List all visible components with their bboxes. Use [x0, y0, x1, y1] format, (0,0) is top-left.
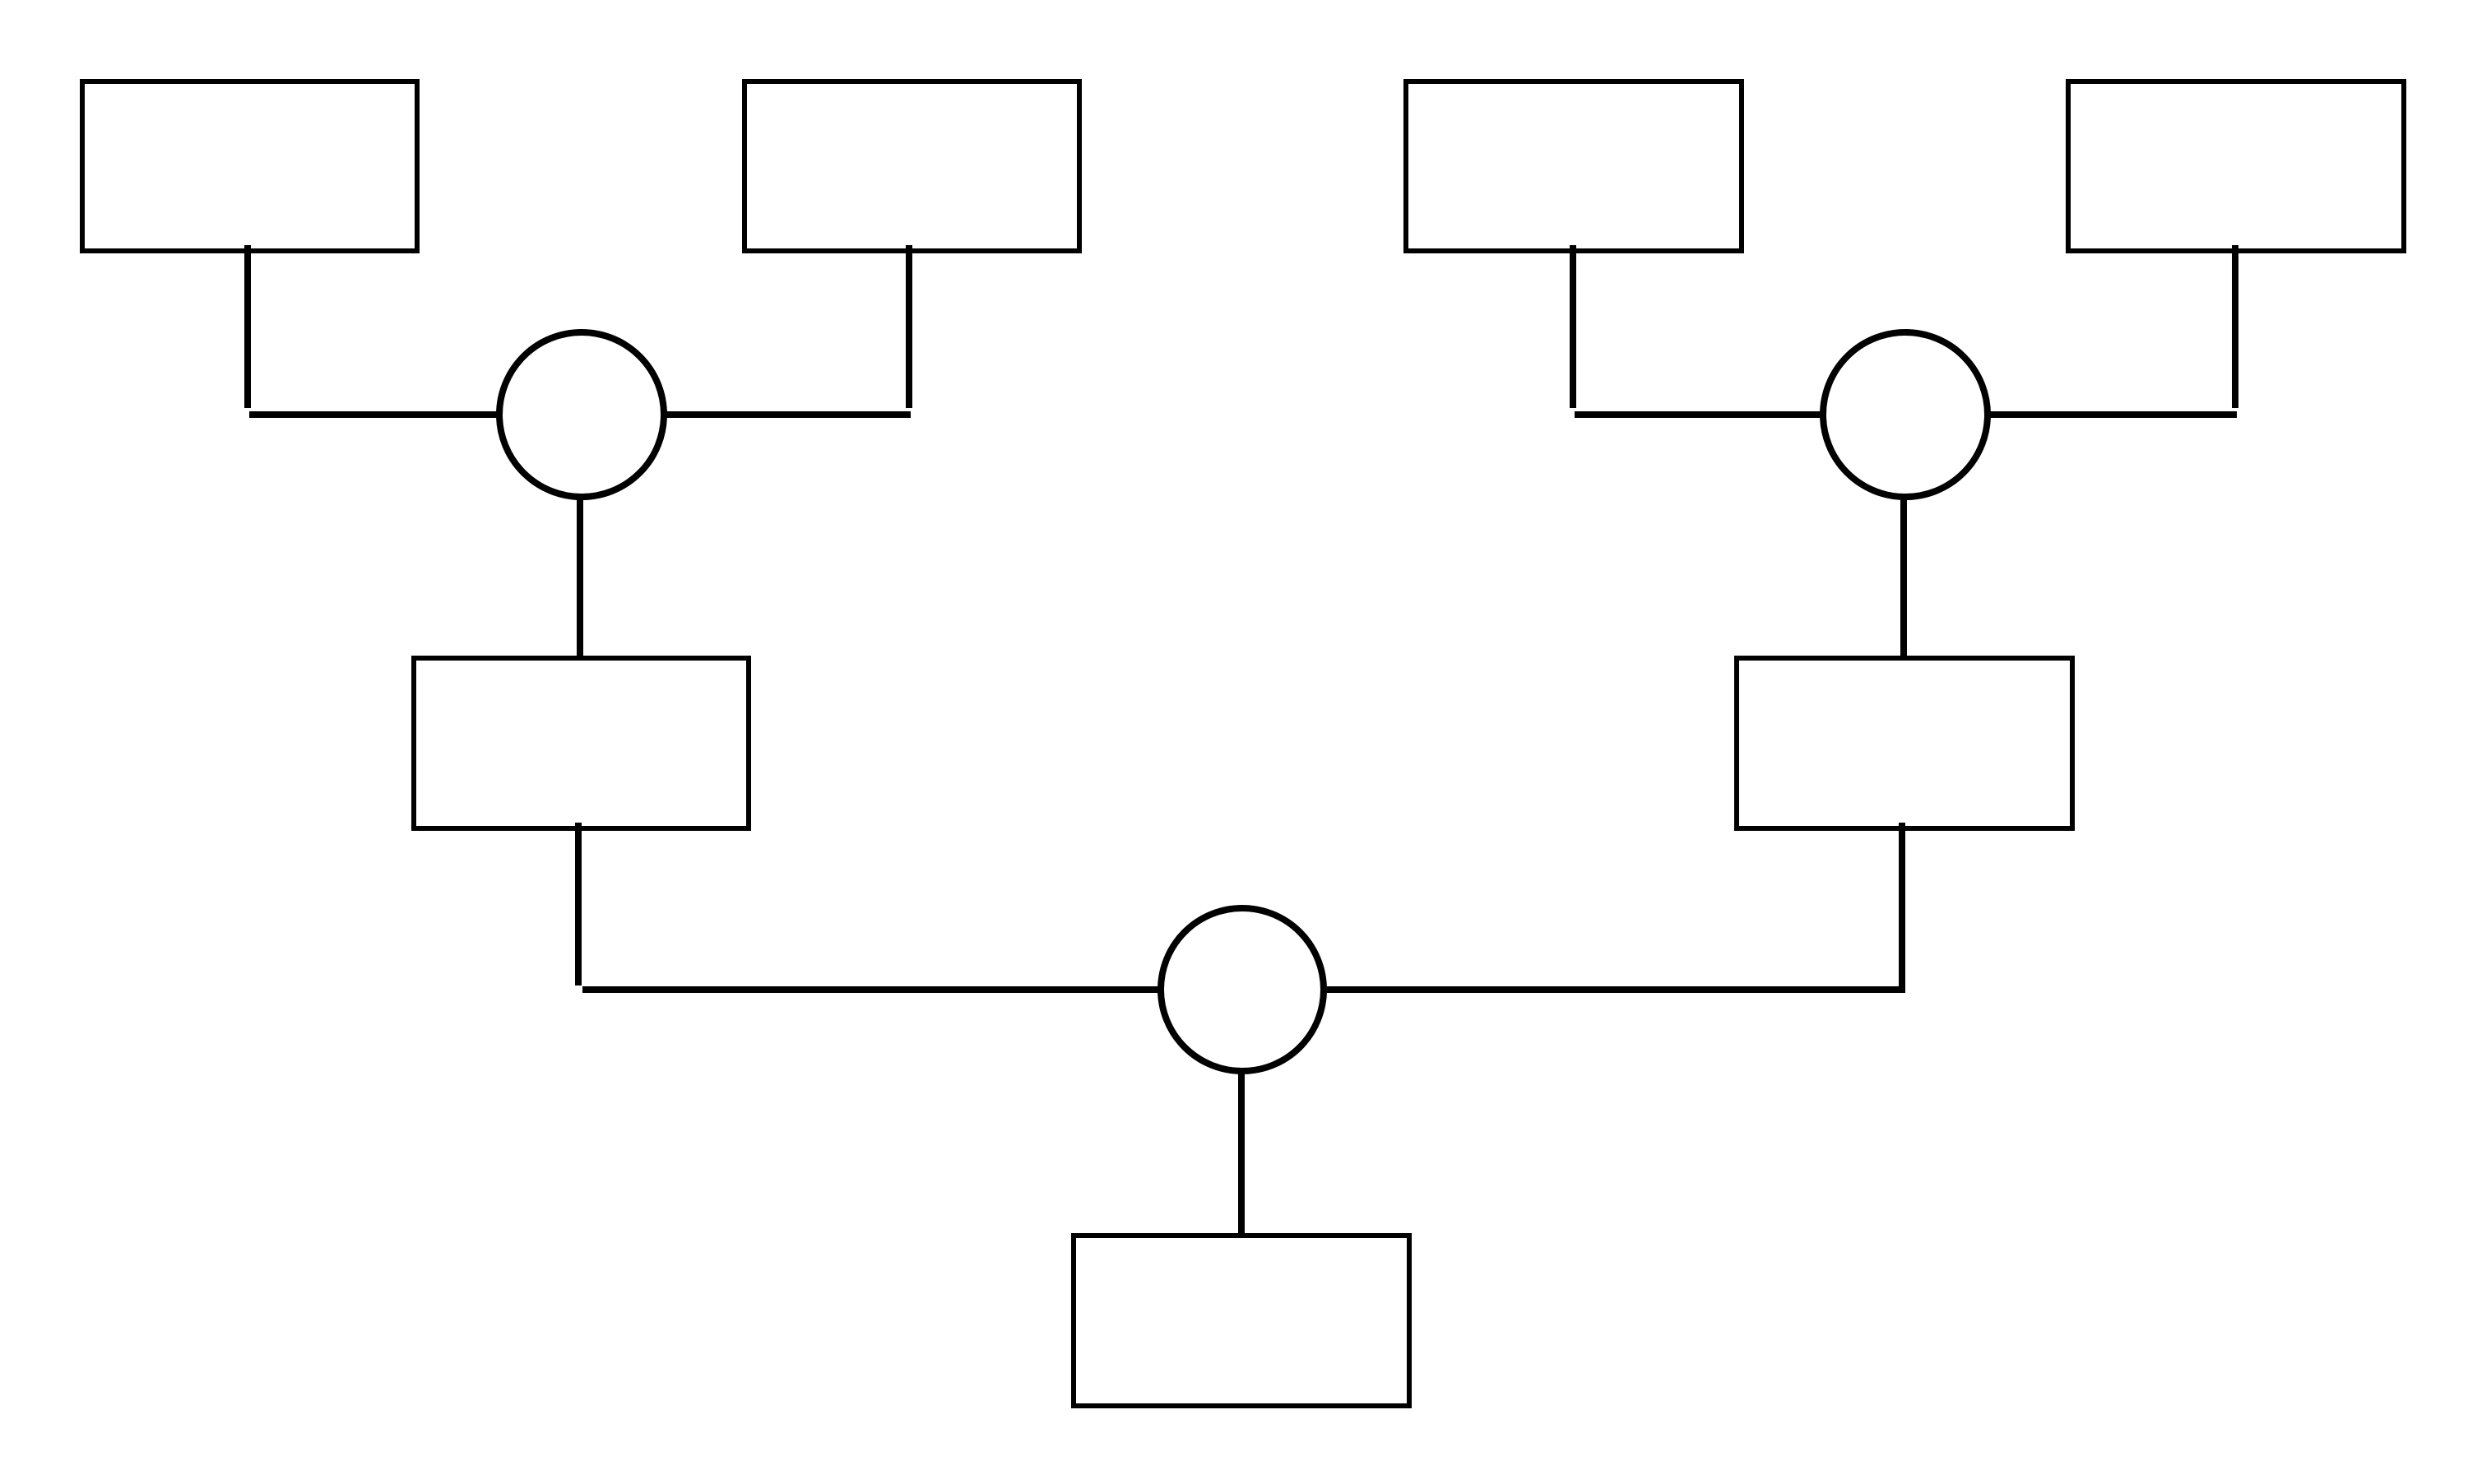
connector-gen3-box-2-to-junction-left — [666, 245, 912, 418]
root-box — [1071, 1233, 1412, 1408]
connector-gen3-box-3-to-junction-right — [1570, 245, 1821, 418]
gen3-box-2 — [742, 79, 1082, 253]
junction-left — [496, 329, 667, 500]
connector-gen3-box-1-to-junction-left — [244, 245, 498, 418]
connector-gen2-box-left-to-junction-root — [575, 823, 1161, 993]
junction-root — [1157, 905, 1327, 1074]
connector-gen2-box-right-to-junction-root — [1327, 823, 1905, 993]
connector-gen3-box-4-to-junction-right — [1990, 245, 2238, 418]
gen3-box-1 — [80, 79, 420, 253]
gen3-box-4 — [2066, 79, 2406, 253]
gen3-box-3 — [1403, 79, 1744, 253]
gen2-box-right — [1734, 656, 2075, 831]
junction-right — [1820, 329, 1991, 500]
gen2-box-left — [411, 656, 751, 831]
